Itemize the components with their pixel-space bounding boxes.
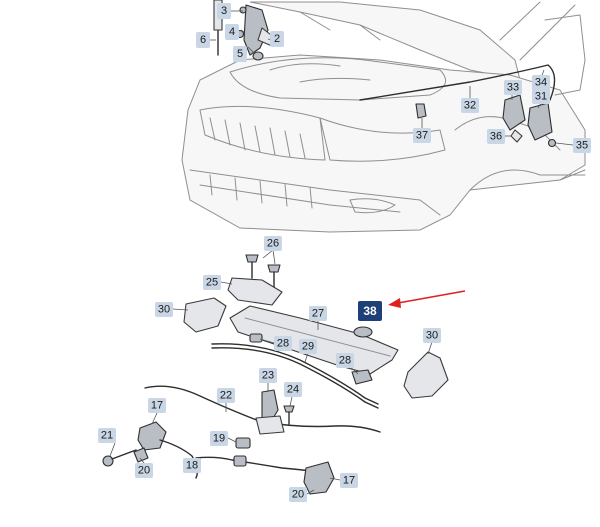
callout-34: 34: [532, 75, 550, 90]
svg-text:25: 25: [206, 277, 218, 289]
screw-26: [245, 254, 281, 291]
callout-23: 23: [259, 368, 277, 383]
svg-text:21: 21: [101, 430, 113, 442]
svg-text:28: 28: [339, 355, 351, 367]
screw-21: [102, 449, 137, 467]
callout-25: 25: [203, 275, 221, 290]
callout-17-left: 17: [148, 398, 166, 413]
svg-text:19: 19: [213, 433, 225, 445]
svg-text:27: 27: [312, 308, 324, 320]
svg-text:4: 4: [229, 26, 235, 38]
callout-30-left: 30: [155, 302, 173, 317]
callout-38-highlight: 38: [358, 301, 382, 321]
svg-text:30: 30: [158, 304, 170, 316]
svg-text:34: 34: [535, 77, 547, 89]
highlight-arrow: [388, 290, 466, 308]
svg-text:32: 32: [464, 100, 476, 112]
svg-text:26: 26: [267, 238, 279, 250]
callout-36: 36: [487, 129, 505, 144]
callout-35: 35: [573, 138, 591, 153]
svg-text:2: 2: [274, 33, 280, 45]
release-lever-17: [137, 421, 167, 451]
hood-lock-assembly: [359, 64, 557, 148]
callout-20-right: 20: [289, 487, 307, 502]
callout-31: 31: [532, 89, 550, 104]
svg-text:17: 17: [343, 475, 355, 487]
svg-text:22: 22: [220, 390, 232, 402]
callout-17-right: 17: [340, 473, 358, 488]
callout-30-right: 30: [423, 328, 441, 343]
svg-text:20: 20: [138, 465, 150, 477]
svg-text:31: 31: [535, 91, 547, 103]
callout-24: 24: [284, 382, 302, 397]
svg-text:28: 28: [277, 338, 289, 350]
callout-28-left: 28: [274, 336, 292, 351]
seal-30-left: [183, 297, 227, 333]
clip-23: [261, 389, 279, 421]
grommet-38: [353, 326, 373, 338]
callout-28-right: 28: [336, 353, 354, 368]
screw-24: [283, 405, 295, 425]
callout-27: 27: [309, 306, 327, 321]
callout-21: 21: [98, 428, 116, 443]
svg-text:24: 24: [287, 384, 299, 396]
svg-text:17: 17: [151, 400, 163, 412]
svg-text:6: 6: [200, 34, 206, 46]
svg-text:37: 37: [416, 130, 428, 142]
car-body-outline: [181, 1, 586, 233]
callout-4: 4: [225, 24, 239, 40]
callout-19: 19: [210, 431, 228, 446]
callout-33: 33: [504, 80, 522, 95]
svg-text:35: 35: [576, 140, 588, 152]
svg-text:33: 33: [507, 82, 519, 94]
callout-6: 6: [196, 32, 210, 48]
svg-text:18: 18: [186, 460, 198, 472]
callout-29: 29: [299, 339, 317, 354]
clip-28-right: [351, 369, 373, 385]
svg-text:38: 38: [363, 304, 377, 318]
svg-text:23: 23: [262, 370, 274, 382]
seal-strip-29: [211, 343, 379, 405]
callout-3: 3: [217, 3, 231, 19]
svg-text:3: 3: [221, 5, 227, 17]
clip-20-left: [133, 447, 149, 463]
lever-17-right: [303, 461, 335, 495]
callout-37: 37: [413, 128, 431, 143]
callout-26: 26: [264, 236, 282, 251]
callout-32: 32: [461, 98, 479, 113]
seal-30-right: [403, 351, 449, 399]
callout-labels: 3 4 6 5 2 33 34 31 32 36 35 37 26 25 30 …: [98, 3, 591, 502]
svg-text:30: 30: [426, 330, 438, 342]
svg-text:29: 29: [302, 341, 314, 353]
callout-2: 2: [270, 31, 284, 47]
svg-text:20: 20: [292, 489, 304, 501]
clip-19: [235, 437, 251, 449]
callout-22: 22: [217, 388, 235, 403]
callout-18: 18: [183, 458, 201, 473]
bracket-25: [227, 277, 283, 306]
clip-28-left: [249, 333, 263, 343]
svg-text:5: 5: [237, 48, 243, 60]
callout-5: 5: [233, 46, 247, 62]
svg-text:36: 36: [490, 131, 502, 143]
callout-20-left: 20: [135, 463, 153, 478]
